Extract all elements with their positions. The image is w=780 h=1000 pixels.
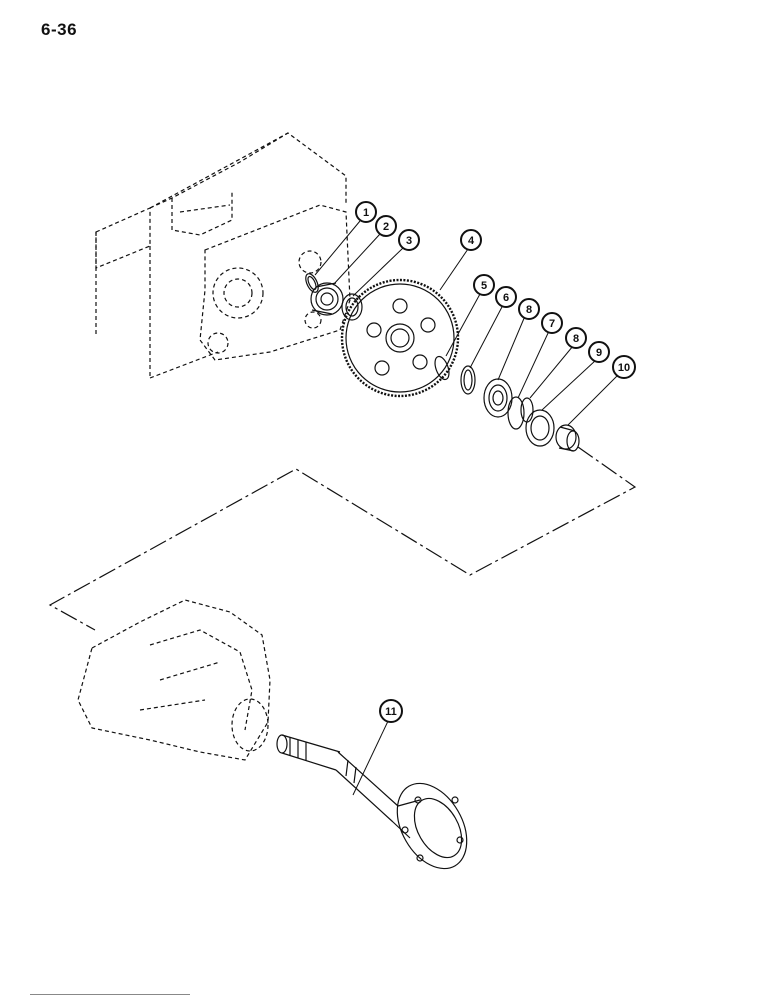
part-6-ring xyxy=(460,365,476,395)
part-4-gear xyxy=(340,278,460,398)
callout-1: 1 xyxy=(355,201,377,223)
callout-6-label: 6 xyxy=(503,292,509,304)
callout-7: 8 xyxy=(518,298,540,320)
callout-4: 4 xyxy=(460,229,482,251)
callout-1-label: 1 xyxy=(363,207,369,219)
callout-10-label: 9 xyxy=(596,347,602,359)
final-drive-housing-outline xyxy=(77,599,271,761)
leader-lines xyxy=(314,220,620,796)
part-11-axle-shaft xyxy=(276,734,468,870)
callout-11-label: 10 xyxy=(618,362,630,374)
transmission-housing-outline xyxy=(95,132,351,379)
part-8-ring xyxy=(520,397,534,423)
callout-3: 3 xyxy=(398,229,420,251)
footer-rule xyxy=(30,994,190,995)
part-3-spacer xyxy=(341,293,363,321)
callout-4-label: 4 xyxy=(468,235,475,247)
callout-2-label: 2 xyxy=(383,221,389,233)
callout-11: 10 xyxy=(612,355,636,379)
part-1-snap-ring xyxy=(305,273,319,293)
callout-9: 8 xyxy=(565,327,587,349)
assembly-route-line xyxy=(48,446,637,631)
callout-12: 11 xyxy=(379,699,403,723)
callout-8-label: 7 xyxy=(549,318,555,330)
callout-3-label: 3 xyxy=(406,235,412,247)
page-number: 6-36 xyxy=(41,20,78,39)
callout-9-label: 8 xyxy=(573,333,579,345)
part-10-sleeve xyxy=(555,424,580,452)
callout-5: 5 xyxy=(473,274,495,296)
part-7-ring xyxy=(507,396,525,430)
callout-7-label: 8 xyxy=(526,304,532,316)
callout-10: 9 xyxy=(588,341,610,363)
callout-8: 7 xyxy=(541,312,563,334)
callout-5-label: 5 xyxy=(481,280,487,292)
callout-2: 2 xyxy=(375,215,397,237)
callout-12-label: 11 xyxy=(385,706,397,718)
part-9-bearing xyxy=(525,409,555,447)
part-5-snap-ring xyxy=(434,355,450,381)
part-2-bearing xyxy=(310,282,344,316)
callout-6: 6 xyxy=(495,286,517,308)
